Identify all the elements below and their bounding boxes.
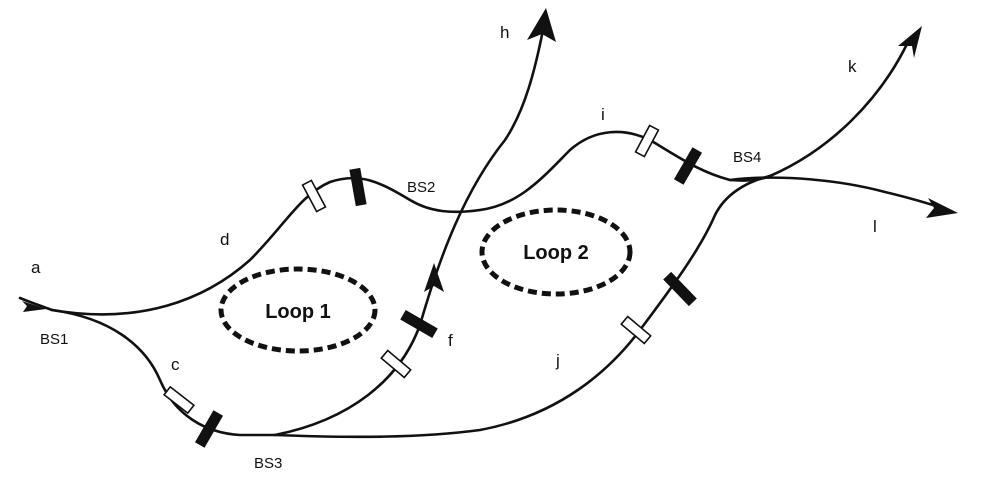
signal-closed-f <box>400 309 438 339</box>
signal-open-d <box>301 179 327 213</box>
track-label-l: l <box>873 217 877 236</box>
track-k-arrowhead <box>898 26 922 58</box>
track-label-a: a <box>31 258 41 277</box>
track-f-arrowhead <box>424 263 444 292</box>
loop-1-outline <box>218 266 378 354</box>
track-label-i: i <box>601 105 605 124</box>
track-k <box>768 40 910 178</box>
loop-2-outline <box>479 207 633 297</box>
signal-open-f <box>380 349 412 379</box>
station-label-bs2: BS2 <box>407 179 435 196</box>
station-label-bs3: BS3 <box>254 455 282 472</box>
track-c <box>50 308 277 437</box>
station-label-bs4: BS4 <box>733 149 761 166</box>
track-l-arrowhead <box>926 198 958 218</box>
signal-closed-c <box>194 410 224 448</box>
track-label-k: k <box>848 57 857 76</box>
track-f-h <box>273 28 545 437</box>
track-label-c: c <box>171 355 180 374</box>
signal-open-i <box>634 124 660 158</box>
track-label-f: f <box>448 331 453 350</box>
signal-closed-i <box>673 147 703 185</box>
track-j <box>273 174 772 439</box>
signal-closed-j <box>663 271 697 307</box>
track-l <box>728 176 944 210</box>
track-a <box>18 296 54 312</box>
track-label-d: d <box>220 230 229 249</box>
track-label-j: j <box>555 351 560 370</box>
signal-closed-d <box>349 167 367 207</box>
track-d <box>50 176 482 316</box>
station-label-bs1: BS1 <box>40 331 68 348</box>
track-label-h: h <box>500 23 509 42</box>
track-h-arrowhead <box>527 8 556 42</box>
signal-open-j <box>620 315 652 345</box>
loop-1-label: Loop 1 <box>265 301 331 323</box>
track-a-arrowhead <box>22 301 46 312</box>
signal-open-c <box>162 385 196 415</box>
loop-2-label: Loop 2 <box>523 242 589 264</box>
